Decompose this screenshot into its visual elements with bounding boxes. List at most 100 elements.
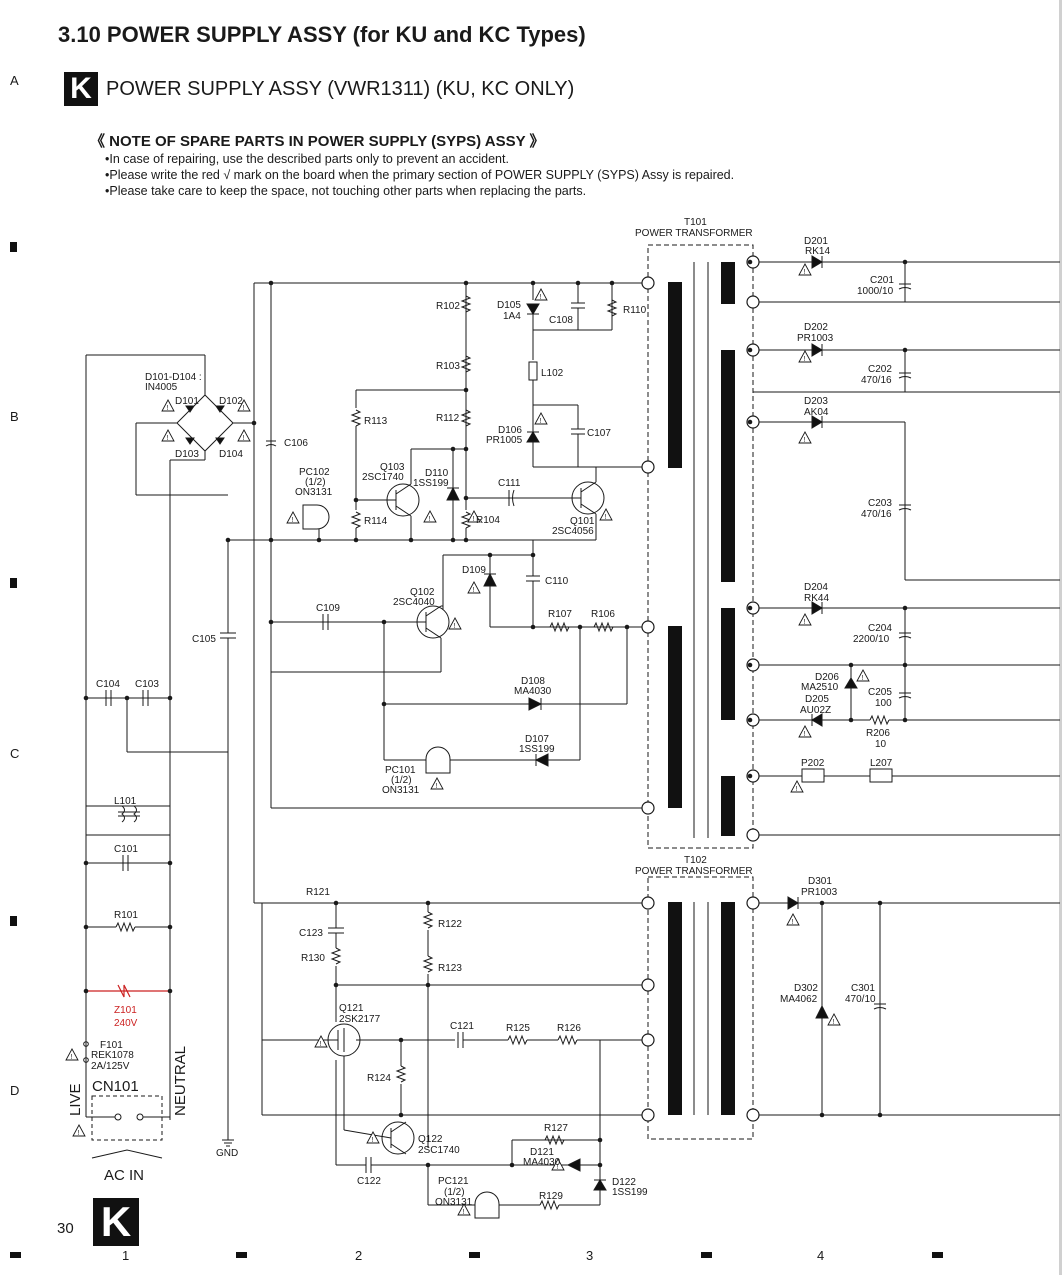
label-c203: C203: [868, 498, 892, 509]
label-d302: D302: [794, 983, 818, 994]
label-pc101-unit: (1/2): [391, 775, 412, 786]
label-c109: C109: [316, 603, 340, 614]
label-q102: Q102: [410, 587, 435, 598]
label-d106-value: PR1005: [486, 435, 523, 446]
label-r122: R122: [438, 919, 462, 930]
note-item: Please write the red √ mark on the board…: [105, 167, 734, 183]
label-r107: R107: [548, 609, 572, 620]
label-q101-value: 2SC4056: [552, 526, 594, 537]
label-c104: C104: [96, 679, 120, 690]
label-r206-value: 10: [875, 739, 887, 750]
label-pc102-value: ON3131: [295, 487, 333, 498]
note-list: In case of repairing, use the described …: [105, 151, 734, 199]
label-c108: C108: [549, 315, 573, 326]
label-r123: R123: [438, 963, 462, 974]
t101-outline: [647, 244, 754, 849]
label-d108-value: MA4030: [514, 686, 552, 697]
connector-ac-in: AC IN: [104, 1167, 144, 1184]
label-d302-value: MA4062: [780, 994, 818, 1005]
label-d202: D202: [804, 322, 828, 333]
label-q102-value: 2SC4040: [393, 597, 435, 608]
label-d110: D110: [425, 468, 449, 479]
label-c202: C202: [868, 364, 892, 375]
label-d105-value: 1A4: [503, 311, 521, 322]
label-d121: D121: [530, 1147, 554, 1158]
label-in4005: IN4005: [145, 382, 178, 393]
label-q122-value: 2SC1740: [418, 1145, 460, 1156]
assembly-subtitle: POWER SUPPLY ASSY (VWR1311) (KU, KC ONLY…: [106, 78, 575, 100]
label-pc121: PC121: [438, 1176, 469, 1187]
grid-marker: [701, 1252, 712, 1258]
label-r124: R124: [367, 1073, 391, 1084]
label-d203-value: AK04: [804, 407, 829, 418]
t102-name: POWER TRANSFORMER: [635, 866, 753, 877]
label-c205: C205: [868, 687, 892, 698]
label-pc102: PC102: [299, 467, 330, 478]
label-d101: D101: [175, 396, 199, 407]
label-c204: C204: [868, 623, 892, 634]
label-z101: Z101: [114, 1005, 137, 1016]
label-c106: C106: [284, 438, 308, 449]
label-d107: D107: [525, 734, 549, 745]
label-c301-value: 470/10: [845, 994, 876, 1005]
t102-outline: [647, 876, 754, 1140]
label-d101-104: D101-D104 :: [145, 372, 202, 383]
grid-row-a: A: [10, 73, 19, 88]
label-d122: D122: [612, 1177, 636, 1188]
grid-marker: [10, 242, 17, 252]
label-d206-value: MA2510: [801, 682, 839, 693]
t102-primary-winding: [668, 902, 682, 1115]
label-r126: R126: [557, 1023, 581, 1034]
connector-live: LIVE: [67, 1083, 84, 1116]
label-pc121-value: ON3131: [435, 1197, 473, 1208]
grid-marker: [469, 1252, 480, 1258]
label-q121: Q121: [339, 1003, 364, 1014]
label-c103: C103: [135, 679, 159, 690]
label-d107-value: 1SS199: [519, 744, 555, 755]
label-l101: L101: [114, 796, 137, 807]
t101-primary-winding-1: [668, 282, 682, 468]
t102-ref: T102: [684, 855, 707, 866]
label-c201-value: 1000/10: [857, 286, 894, 297]
label-c101: C101: [114, 844, 138, 855]
label-r102: R102: [436, 301, 460, 312]
page-number: 30: [57, 1220, 74, 1237]
label-p202: P202: [801, 758, 825, 769]
grid-row-b: B: [10, 409, 19, 424]
label-d301: D301: [808, 876, 832, 887]
label-f101-value: REK1078: [91, 1050, 134, 1061]
label-d122-value: 1SS199: [612, 1187, 648, 1198]
varistor-z101: [86, 984, 170, 998]
label-l102: L102: [541, 368, 564, 379]
connector-neutral: NEUTRAL: [172, 1046, 189, 1116]
label-c111: C111: [498, 478, 521, 489]
label-d301-value: PR1003: [801, 887, 838, 898]
label-c110: C110: [545, 576, 569, 587]
label-q103: Q103: [380, 462, 405, 473]
grid-col-2: 2: [355, 1248, 363, 1263]
t101-secondary-winding-4: [721, 776, 735, 836]
label-c205-value: 100: [875, 698, 892, 709]
label-r206: R206: [866, 728, 890, 739]
label-q122: Q122: [418, 1134, 443, 1145]
t101-primary-winding-2: [668, 626, 682, 808]
label-r112: R112: [436, 413, 460, 424]
label-d205: D205: [805, 694, 829, 705]
t101-secondary-winding-2: [721, 350, 735, 582]
label-c203-value: 470/16: [861, 509, 892, 520]
grid-marker: [932, 1252, 943, 1258]
label-f101-rating: 2A/125V: [91, 1061, 130, 1072]
label-d102: D102: [219, 396, 243, 407]
label-d104: D104: [219, 449, 243, 460]
label-c121: C121: [450, 1021, 474, 1032]
note-item: Please take care to keep the space, not …: [105, 183, 734, 199]
label-d202-value: PR1003: [797, 333, 834, 344]
grid-row-c: C: [10, 746, 20, 761]
t101-secondary-winding-1: [721, 262, 735, 304]
label-d204-value: RK44: [804, 593, 829, 604]
label-c122: C122: [357, 1176, 381, 1187]
label-d203: D203: [804, 396, 828, 407]
label-d205-value: AU02Z: [800, 705, 831, 716]
label-r130: R130: [301, 953, 325, 964]
